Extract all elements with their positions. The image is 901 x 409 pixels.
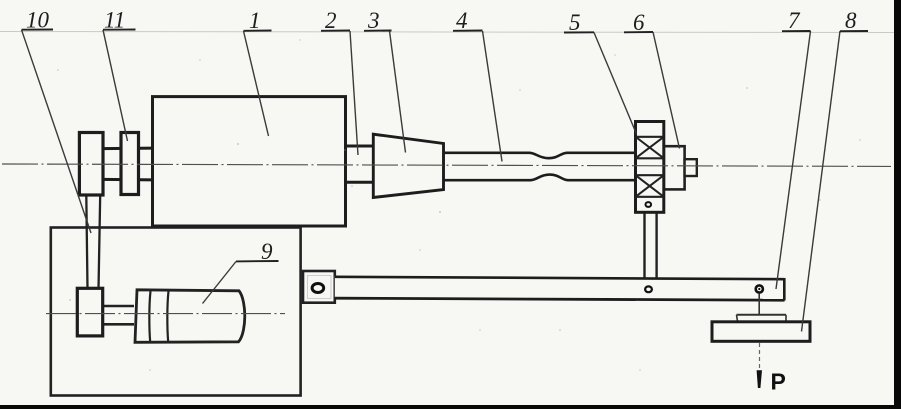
svg-text:8: 8 — [845, 8, 857, 33]
svg-text:5: 5 — [569, 10, 581, 35]
svg-text:10: 10 — [26, 8, 50, 33]
svg-text:2: 2 — [325, 8, 337, 33]
svg-text:6: 6 — [633, 10, 645, 35]
svg-text:9: 9 — [261, 239, 273, 264]
svg-text:4: 4 — [456, 8, 468, 33]
svg-text:11: 11 — [104, 8, 125, 33]
svg-text:7: 7 — [788, 8, 801, 33]
svg-text:1: 1 — [249, 8, 261, 33]
svg-text:3: 3 — [367, 8, 380, 33]
svg-text:P: P — [771, 369, 786, 395]
